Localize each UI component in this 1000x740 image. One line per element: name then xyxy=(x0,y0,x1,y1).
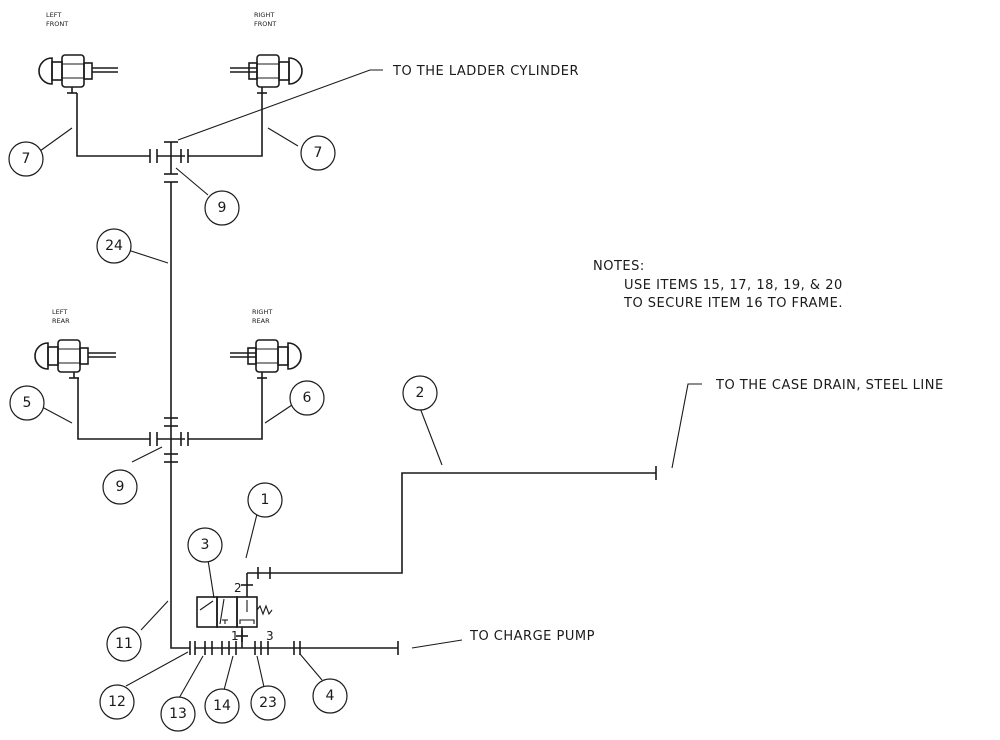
valve-port-2-label: 2 xyxy=(234,581,242,595)
cylinder-right-rear-label-line1: RIGHT xyxy=(252,308,272,316)
balloon-item-9-lower: 9 xyxy=(102,469,138,505)
svg-text:6: 6 xyxy=(303,390,312,406)
balloon-item-2: 2 xyxy=(402,375,438,411)
svg-text:2: 2 xyxy=(416,385,425,401)
cylinder-left-rear-label-line1: LEFT xyxy=(52,308,67,316)
callout-case-drain: TO THE CASE DRAIN, STEEL LINE xyxy=(715,378,944,393)
balloon-item-7-left: 7 xyxy=(8,141,44,177)
notes-line-1: USE ITEMS 15, 17, 18, 19, & 20 xyxy=(624,278,843,293)
balloon-item-1: 1 xyxy=(247,482,283,518)
balloon-item-6: 6 xyxy=(289,380,325,416)
hose-right-rear xyxy=(188,378,263,440)
balloon-item-7-right: 7 xyxy=(300,135,336,171)
balloon-item-11: 11 xyxy=(106,626,142,662)
balloon-item-24: 24 xyxy=(96,228,132,264)
fittings-row xyxy=(189,630,301,655)
svg-text:7: 7 xyxy=(314,145,323,161)
directional-valve: 2 1 3 xyxy=(196,567,274,643)
svg-text:1: 1 xyxy=(261,492,270,508)
callout-ladder-cylinder: TO THE LADDER CYLINDER xyxy=(392,64,579,79)
leader-lines xyxy=(39,69,702,701)
svg-text:12: 12 xyxy=(108,694,126,710)
cylinder-left-rear: LEFT REAR xyxy=(34,308,116,379)
line-2 xyxy=(270,472,656,574)
balloon-item-5: 5 xyxy=(9,385,45,421)
svg-text:9: 9 xyxy=(116,479,125,495)
cylinder-left-rear-label-line2: REAR xyxy=(52,317,70,325)
tee-fitting-upper xyxy=(149,141,189,183)
balloon-item-12: 12 xyxy=(99,684,135,720)
cylinder-left-front-label-line1: LEFT xyxy=(46,11,61,19)
balloon-item-4: 4 xyxy=(312,678,348,714)
hose-11 xyxy=(170,462,190,649)
svg-text:3: 3 xyxy=(201,537,210,553)
valve-port-3-label: 3 xyxy=(266,629,274,643)
cylinder-left-front: LEFT FRONT xyxy=(38,11,118,94)
notes-line-2: TO SECURE ITEM 16 TO FRAME. xyxy=(623,296,843,311)
svg-text:14: 14 xyxy=(213,698,231,714)
svg-text:5: 5 xyxy=(23,395,32,411)
hose-right-front xyxy=(188,93,263,157)
notes-heading: NOTES: xyxy=(593,259,645,274)
cylinder-right-front-label-line2: FRONT xyxy=(254,20,276,28)
hose-lines xyxy=(76,93,657,655)
notes-block: NOTES: USE ITEMS 15, 17, 18, 19, & 20 TO… xyxy=(593,259,843,311)
balloon-item-14: 14 xyxy=(204,688,240,724)
cylinder-right-front: RIGHT FRONT xyxy=(230,11,303,94)
valve-port-1-label: 1 xyxy=(231,629,239,643)
svg-text:11: 11 xyxy=(115,636,133,652)
svg-text:24: 24 xyxy=(105,238,123,254)
svg-text:13: 13 xyxy=(169,706,187,722)
svg-text:4: 4 xyxy=(326,688,335,704)
item-balloons: 7 7 9 24 5 6 9 2 1 3 11 12 13 14 23 4 xyxy=(8,135,438,732)
cylinder-right-rear-label-line2: REAR xyxy=(252,317,270,325)
cylinder-right-rear: RIGHT REAR xyxy=(230,308,302,379)
balloon-item-3: 3 xyxy=(187,527,223,563)
hose-left-front xyxy=(76,93,150,157)
cylinder-right-front-label-line1: RIGHT xyxy=(254,11,274,19)
svg-text:7: 7 xyxy=(22,151,31,167)
balloon-item-13: 13 xyxy=(160,696,196,732)
cylinder-left-front-label-line2: FRONT xyxy=(46,20,68,28)
svg-text:23: 23 xyxy=(259,695,277,711)
balloon-item-23: 23 xyxy=(250,685,286,721)
callout-charge-pump: TO CHARGE PUMP xyxy=(469,629,595,644)
tee-fitting-lower xyxy=(149,417,189,463)
balloon-item-9-upper: 9 xyxy=(204,190,240,226)
svg-text:9: 9 xyxy=(218,200,227,216)
hose-left-rear xyxy=(77,378,150,440)
